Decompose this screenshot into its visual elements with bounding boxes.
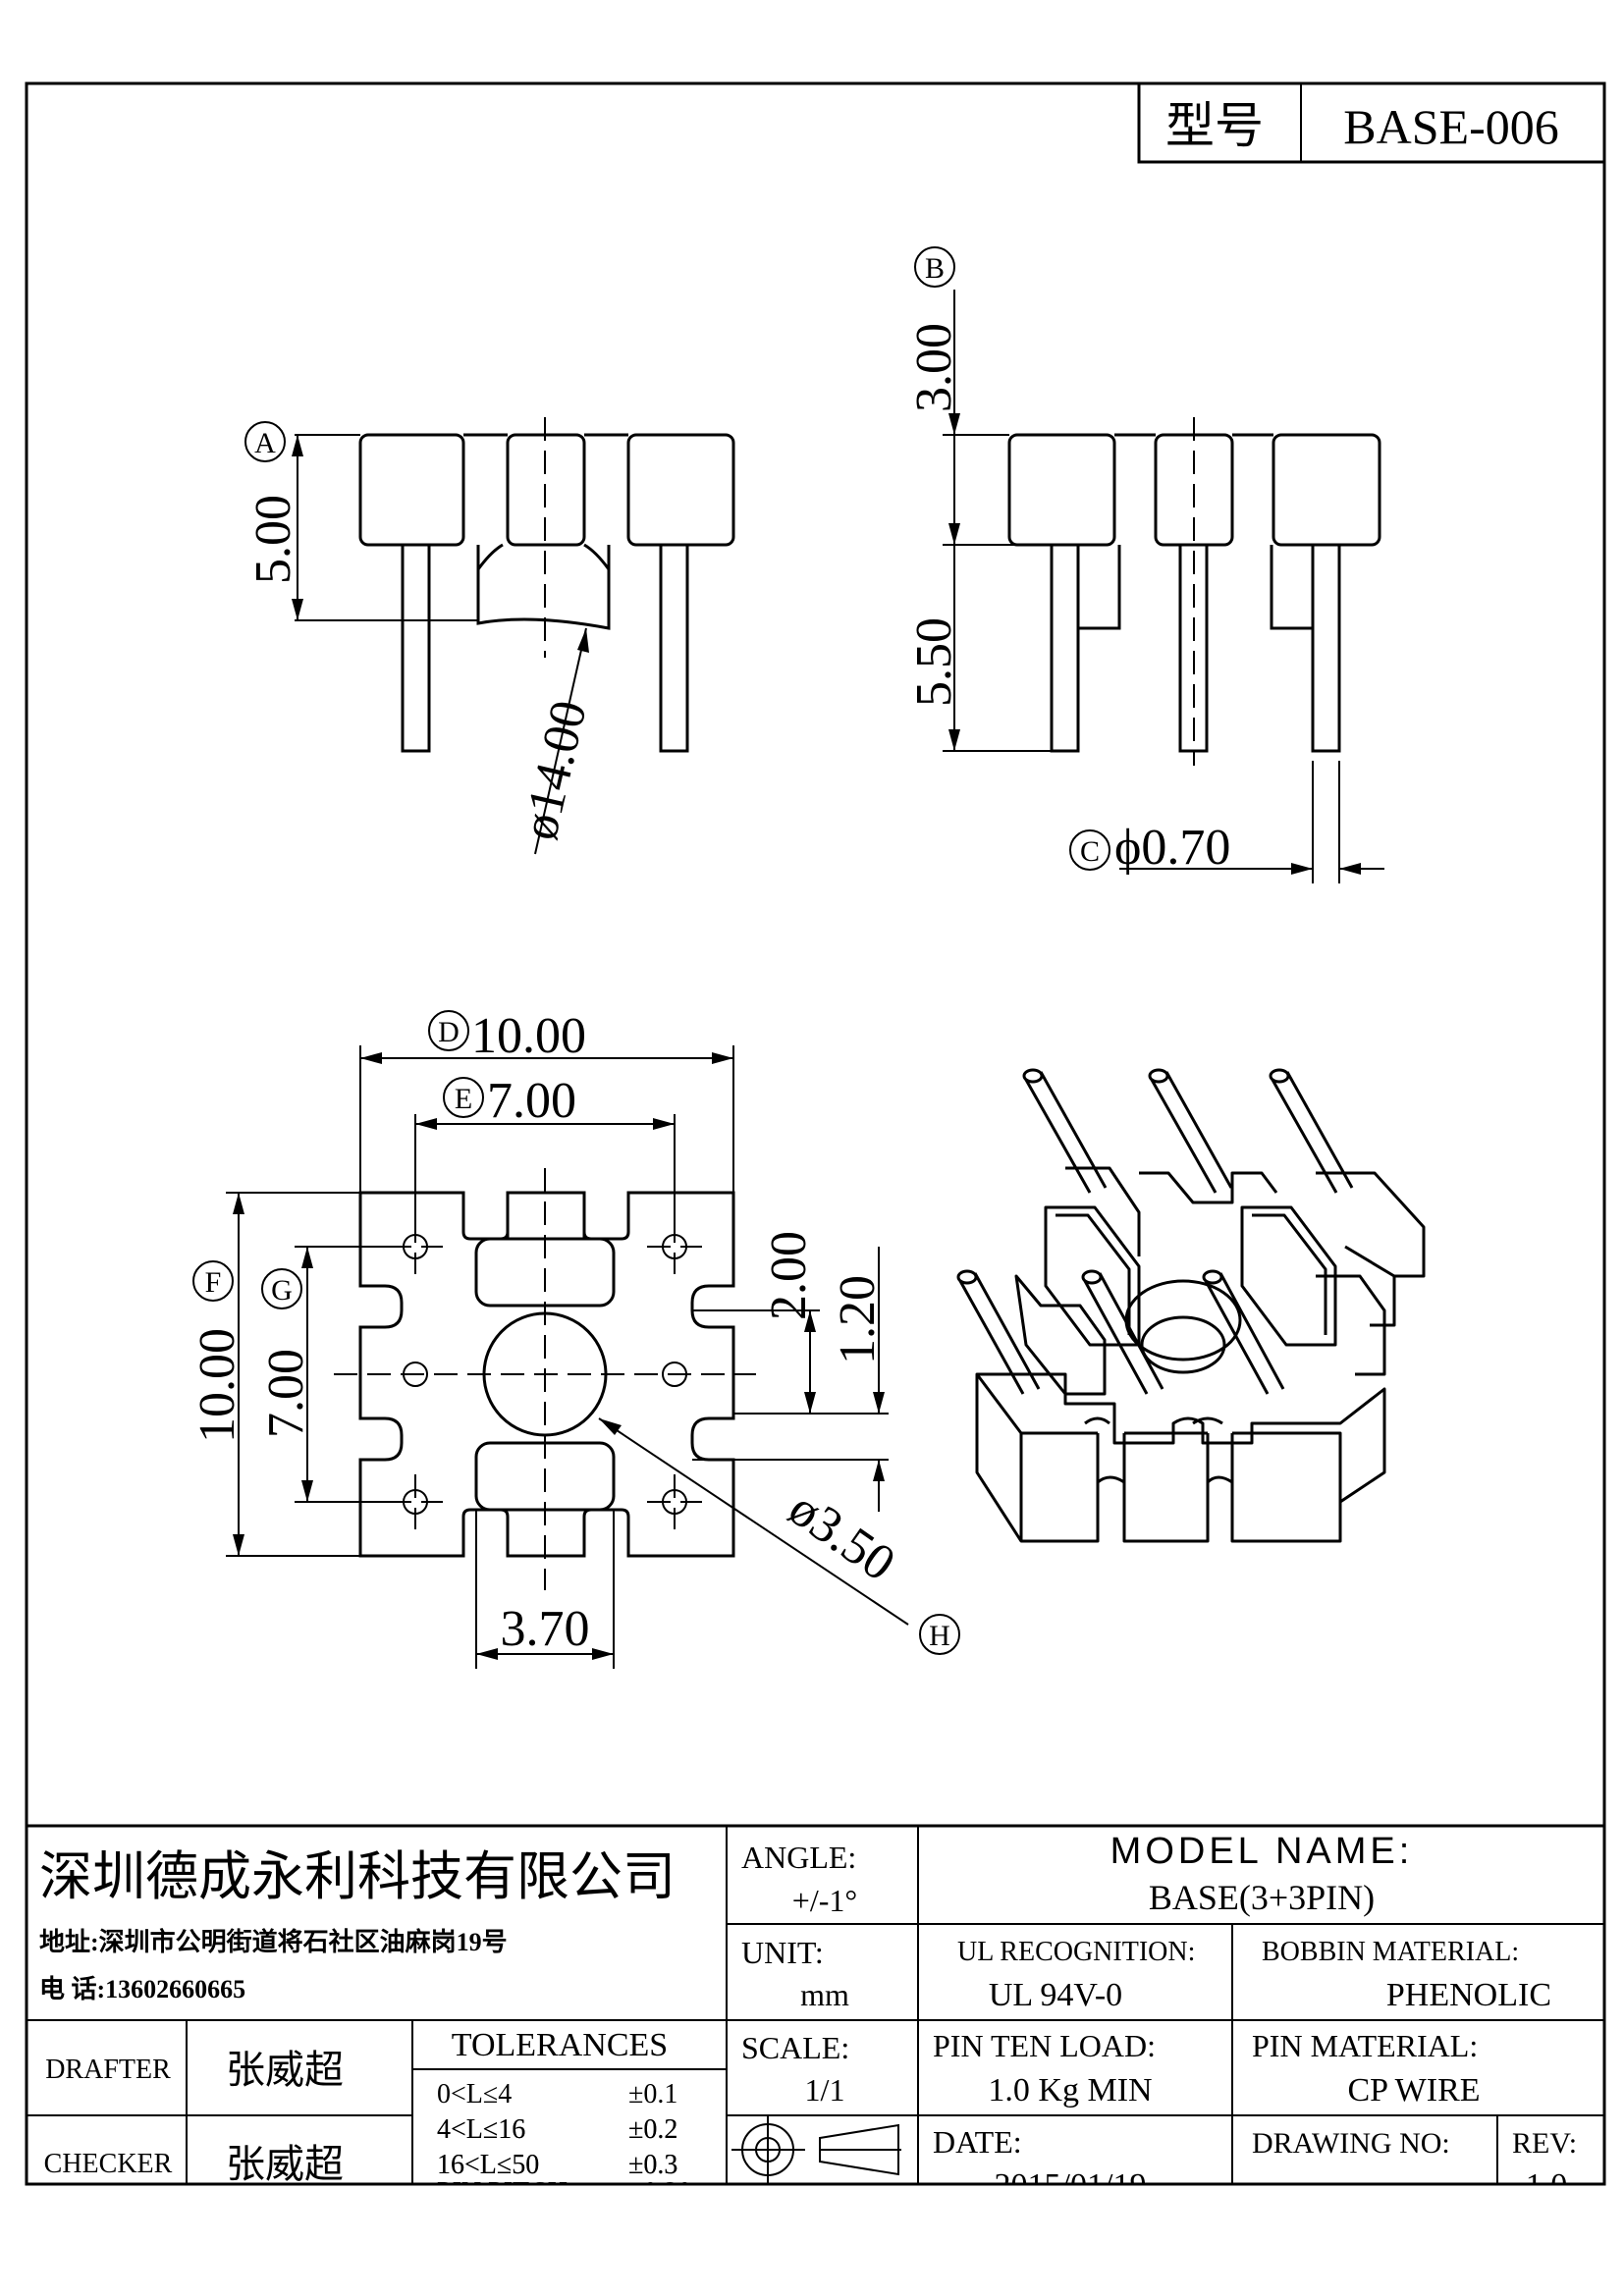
tolerance-range: PIN PITCH bbox=[437, 2177, 568, 2208]
tolerance-range: 4<L≤16 bbox=[437, 2114, 525, 2145]
bobbin-material-value: PHENOLIC bbox=[1386, 1977, 1551, 2013]
pin-ten-load-value: 1.0 Kg MIN bbox=[988, 2072, 1152, 2109]
bobbin-material-label: BOBBIN MATERIAL: bbox=[1262, 1937, 1519, 1967]
rev-value: 1.0 bbox=[1526, 2167, 1568, 2204]
dim-pin-dia: ϕ0.70 bbox=[1114, 820, 1230, 876]
tolerance-range: 0<L≤4 bbox=[437, 2079, 512, 2109]
tolerance-value: ±0.2 bbox=[628, 2114, 677, 2145]
label-a: A bbox=[254, 427, 276, 459]
tolerance-value: ±0.1 bbox=[628, 2079, 677, 2109]
dim-height-5-00: 5.00 bbox=[245, 495, 301, 584]
date-label: DATE: bbox=[933, 2124, 1022, 2160]
model-header: 型号 BASE-006 bbox=[1137, 81, 1606, 164]
sheet-border bbox=[25, 81, 1606, 2186]
angle-value: +/-1° bbox=[792, 1883, 857, 1918]
dim-dia-14-00: ø14.00 bbox=[512, 696, 598, 845]
dim-width-7-00: 7.00 bbox=[487, 1073, 576, 1129]
model-header-label: 型号 bbox=[1165, 98, 1264, 153]
label-e: E bbox=[455, 1083, 472, 1115]
pin-ten-load-label: PIN TEN LOAD: bbox=[933, 2028, 1156, 2063]
model-name-value: BASE(3+3PIN) bbox=[1149, 1878, 1375, 1917]
scale-label: SCALE: bbox=[741, 2030, 849, 2065]
unit-label: UNIT: bbox=[741, 1935, 824, 1970]
label-c: C bbox=[1080, 835, 1100, 868]
dim-side-7-00: 7.00 bbox=[258, 1349, 314, 1438]
dim-pin-5-50: 5.50 bbox=[906, 617, 962, 707]
checker-label: CHECKER bbox=[44, 2149, 173, 2179]
tolerance-range: 4<L≤16 bbox=[437, 2114, 525, 2145]
pin-material-label: PIN MATERIAL: bbox=[1252, 2028, 1478, 2063]
label-d: D bbox=[438, 1016, 460, 1048]
company-name: 深圳德成永利科技有限公司 bbox=[39, 1847, 676, 1906]
dim-slot-1-20: 1.20 bbox=[830, 1275, 886, 1364]
side-view bbox=[1007, 417, 1381, 766]
label-h: H bbox=[929, 1620, 950, 1652]
projection-symbol bbox=[731, 2115, 901, 2184]
tolerance-value: ±0.3 bbox=[628, 2150, 677, 2180]
dim-width-10-00: 10.00 bbox=[471, 1008, 586, 1064]
side-view-dimensions: B 3.00 5.50 C ϕ0.70 bbox=[906, 246, 1384, 883]
iso-pin-front bbox=[956, 1269, 1285, 1395]
dim-bottom-3-70: 3.70 bbox=[501, 1601, 590, 1657]
front-view bbox=[358, 417, 735, 753]
iso-pin-back bbox=[1022, 1068, 1354, 1194]
scale-value: 1/1 bbox=[805, 2072, 845, 2108]
tolerance-range: 16<L≤50 bbox=[437, 2150, 539, 2180]
isometric-view bbox=[956, 1068, 1426, 1543]
tolerance-table: 0<L≤4 ±0.1 4<L≤16 ±0.2 16<L≤50 ±0.3 PIN … bbox=[437, 2114, 691, 2208]
label-g: G bbox=[271, 1274, 293, 1307]
model-name-label: MODEL NAME: bbox=[1110, 1831, 1414, 1872]
dim-side-10-00: 10.00 bbox=[189, 1328, 245, 1443]
unit-value: mm bbox=[800, 1977, 849, 2012]
date-value: 2015/01/19 bbox=[995, 2167, 1147, 2204]
checker-name: 张威超 bbox=[226, 2142, 344, 2186]
drafter-name: 张威超 bbox=[226, 2048, 344, 2092]
top-view-dimensions: D 10.00 E 7.00 F 10.00 G 7.00 bbox=[189, 1008, 960, 1669]
rev-label: REV: bbox=[1512, 2127, 1577, 2160]
tolerance-value: ±0.3 bbox=[628, 2150, 677, 2180]
drawing-no-label: DRAWING NO: bbox=[1252, 2127, 1450, 2160]
model-header-value: BASE-006 bbox=[1343, 99, 1558, 154]
tolerances-label: TOLERANCES bbox=[452, 2027, 668, 2063]
dim-hole-3-50: ø3.50 bbox=[779, 1480, 905, 1592]
ul-label: UL RECOGNITION: bbox=[957, 1937, 1195, 1967]
top-view bbox=[334, 1168, 756, 1590]
company-phone: 电 话:13602660665 bbox=[39, 1975, 245, 2003]
tolerance-value: ±0.2 bbox=[628, 2114, 677, 2145]
tolerance-value: ±0.30 bbox=[628, 2177, 691, 2208]
ul-value: UL 94V-0 bbox=[989, 1977, 1122, 2013]
pin-material-value: CP WIRE bbox=[1347, 2072, 1480, 2109]
angle-label: ANGLE: bbox=[741, 1840, 856, 1875]
label-b: B bbox=[925, 252, 945, 285]
drafter-label: DRAFTER bbox=[45, 2055, 171, 2085]
dim-pin-3-00: 3.00 bbox=[906, 323, 962, 412]
dim-slot-2-00: 2.00 bbox=[761, 1231, 817, 1320]
label-f: F bbox=[205, 1266, 222, 1299]
tolerance-range: 16<L≤50 bbox=[437, 2150, 539, 2180]
title-block: 深圳德成永利科技有限公司 地址:深圳市公明街道将石社区油麻岗19号 电 话:13… bbox=[27, 1824, 1604, 2208]
company-address: 地址:深圳市公明街道将石社区油麻岗19号 bbox=[39, 1927, 508, 1956]
